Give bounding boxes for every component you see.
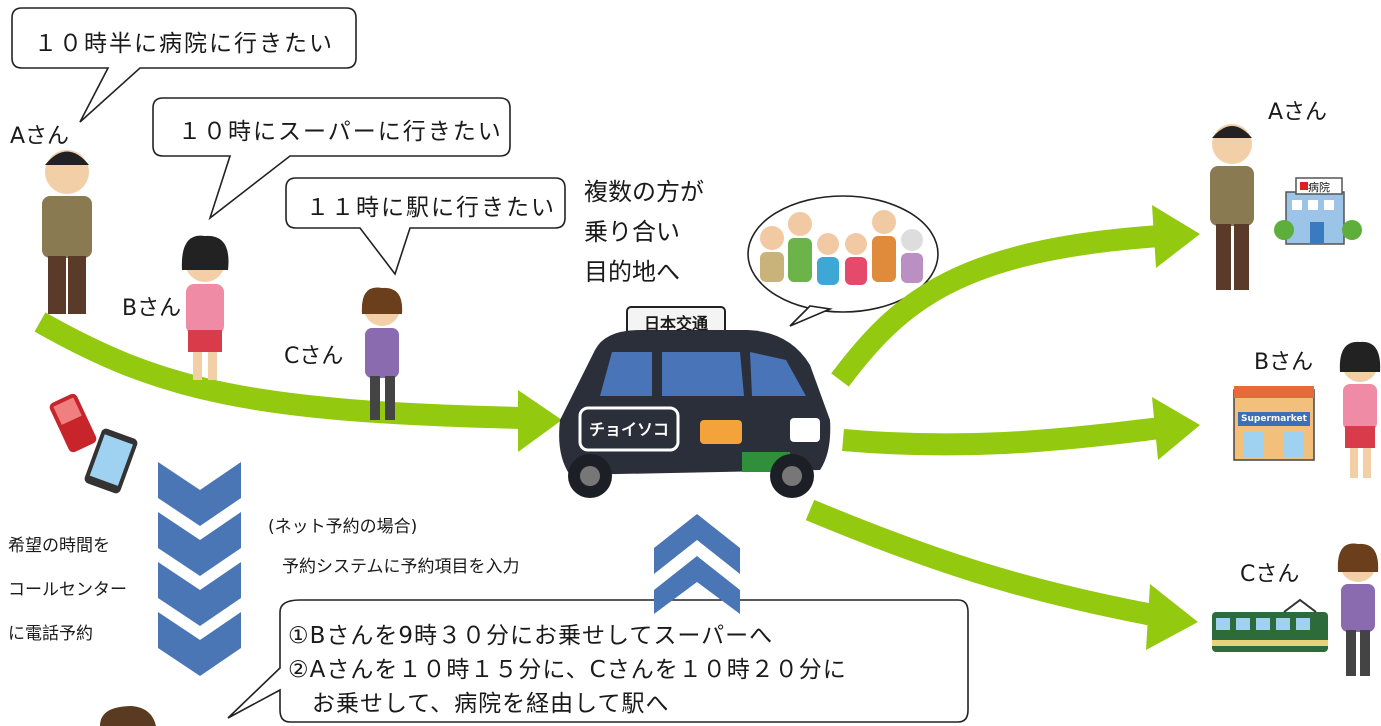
supermarket-icon [1233, 386, 1315, 461]
rideshare-caption-line-2: 乗り合い [584, 218, 680, 246]
label-person-b-left: Bさん [122, 296, 182, 321]
label-person-a-right: Aさん [1268, 100, 1328, 125]
taxi-side-sign: チョイソコ [588, 420, 669, 439]
person-c-left-icon [361, 287, 403, 420]
train-icon [1212, 598, 1328, 652]
person-a-right-icon [1210, 124, 1254, 290]
arrow-to-c [805, 499, 1198, 650]
speech-bubble-c [285, 177, 566, 276]
hospital-icon [1274, 177, 1362, 245]
label-person-a-left: Aさん [10, 124, 70, 149]
schedule-line-1: ①Bさんを9時３０分にお乗せしてスーパーへ [288, 623, 774, 649]
crowd-bubble [747, 195, 939, 327]
speech-bubble-b [152, 97, 511, 221]
hospital-sign: 病院 [1308, 181, 1330, 194]
phone-booking-line-3: に電話予約 [8, 624, 93, 644]
label-person-c-right: Cさん [1240, 562, 1300, 587]
taxi-icon [559, 306, 831, 498]
chevrons-down [158, 462, 241, 676]
schedule-line-2: ②Aさんを１０時１５分に、Cさんを１０時２０分に [288, 657, 847, 683]
arrow-to-a [831, 205, 1200, 387]
rideshare-caption-line-3: 目的地へ [584, 258, 680, 286]
label-person-b-right: Bさん [1254, 350, 1314, 375]
person-a-left-icon [42, 150, 92, 314]
net-booking-text: 予約システムに予約項目を入力 [282, 557, 520, 577]
operator-icon [100, 706, 156, 726]
arrow-to-b [842, 397, 1200, 460]
net-booking-note: (ネット予約の場合) [268, 517, 418, 537]
phone-booking-line-1: 希望の時間を [8, 536, 110, 556]
taxi-roof-sign: 日本交通 [643, 314, 708, 333]
schedule-line-3: お乗せして、病院を経由して駅へ [288, 691, 670, 717]
phone-booking-line-2: コールセンター [8, 580, 127, 600]
bubble-c-text: １１時に駅に行きたい [306, 195, 556, 221]
speech-bubble-schedule [227, 599, 969, 723]
crowd-people-icon [760, 210, 923, 285]
label-person-c-left: Cさん [284, 344, 344, 369]
bubble-a-text: １０時半に病院に行きたい [34, 31, 334, 57]
phone-booking-text: 希望の時間を コールセンター に電話予約 [8, 524, 127, 656]
speech-bubble-a [11, 7, 357, 123]
person-b-left-icon [181, 235, 229, 380]
supermarket-sign: Supermarket [1241, 414, 1307, 424]
rideshare-caption: 複数の方が 乗り合い 目的地へ [584, 172, 704, 292]
arrow-to-taxi [34, 312, 562, 452]
rideshare-caption-line-1: 複数の方が [584, 178, 704, 206]
person-c-right-icon [1337, 543, 1379, 676]
bubble-b-text: １０時にスーパーに行きたい [178, 119, 503, 145]
person-b-right-icon [1339, 341, 1381, 478]
phone-icon [49, 393, 138, 494]
chevrons-up [654, 514, 740, 614]
